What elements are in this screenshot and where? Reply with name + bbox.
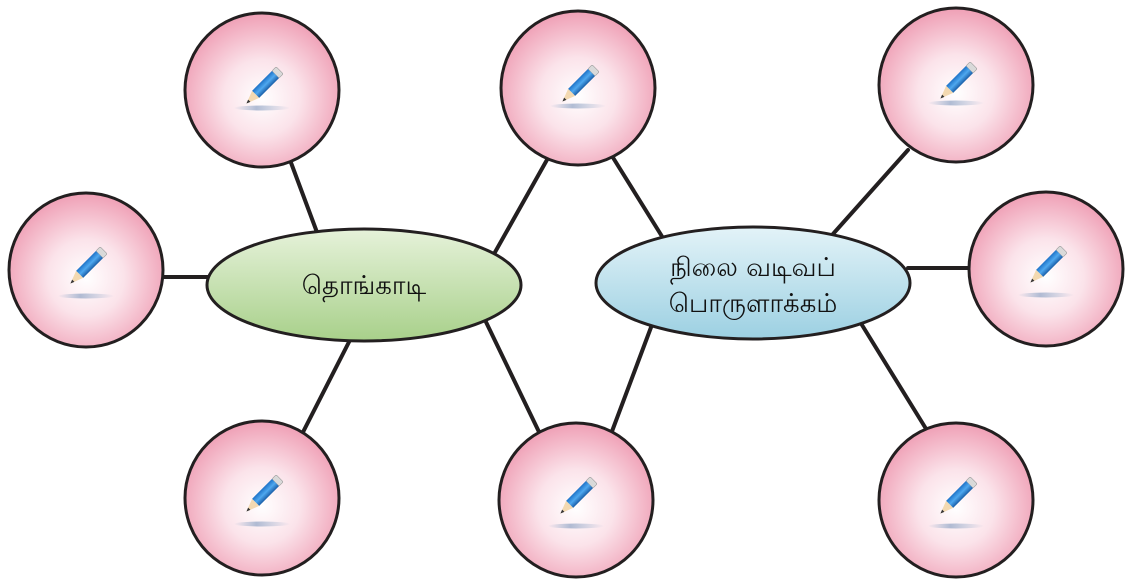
connector-lines	[162, 148, 974, 440]
circle-shared-bottom[interactable]	[497, 421, 655, 579]
connector-right-top	[831, 148, 910, 236]
connector-shared-bottom-left	[484, 320, 542, 436]
topic-left-label: தொங்காடி	[302, 271, 427, 302]
connector-shared-top-left	[492, 156, 550, 256]
circle-right-middle[interactable]	[967, 190, 1125, 348]
topic-right: நிலை வடிவப் பொருளாக்கம்	[594, 225, 912, 341]
circle-left-top[interactable]	[183, 11, 341, 169]
circle-right-bottom[interactable]	[877, 421, 1035, 579]
connector-shared-top-right	[610, 154, 665, 240]
connector-right-bottom	[860, 323, 930, 434]
connector-left-top	[288, 158, 320, 237]
circle-right-top[interactable]	[877, 6, 1035, 164]
topic-right-label-line-2: பொருளாக்கம்	[669, 289, 838, 320]
topic-right-label-line-1: நிலை வடிவப்	[670, 253, 836, 285]
circle-left-middle[interactable]	[7, 191, 165, 349]
circle-left-bottom[interactable]	[183, 419, 341, 577]
circle-shared-top[interactable]	[499, 9, 657, 167]
connector-shared-bottom-right	[609, 320, 655, 436]
topic-left: தொங்காடி	[205, 227, 523, 343]
connector-left-bottom	[298, 338, 352, 440]
